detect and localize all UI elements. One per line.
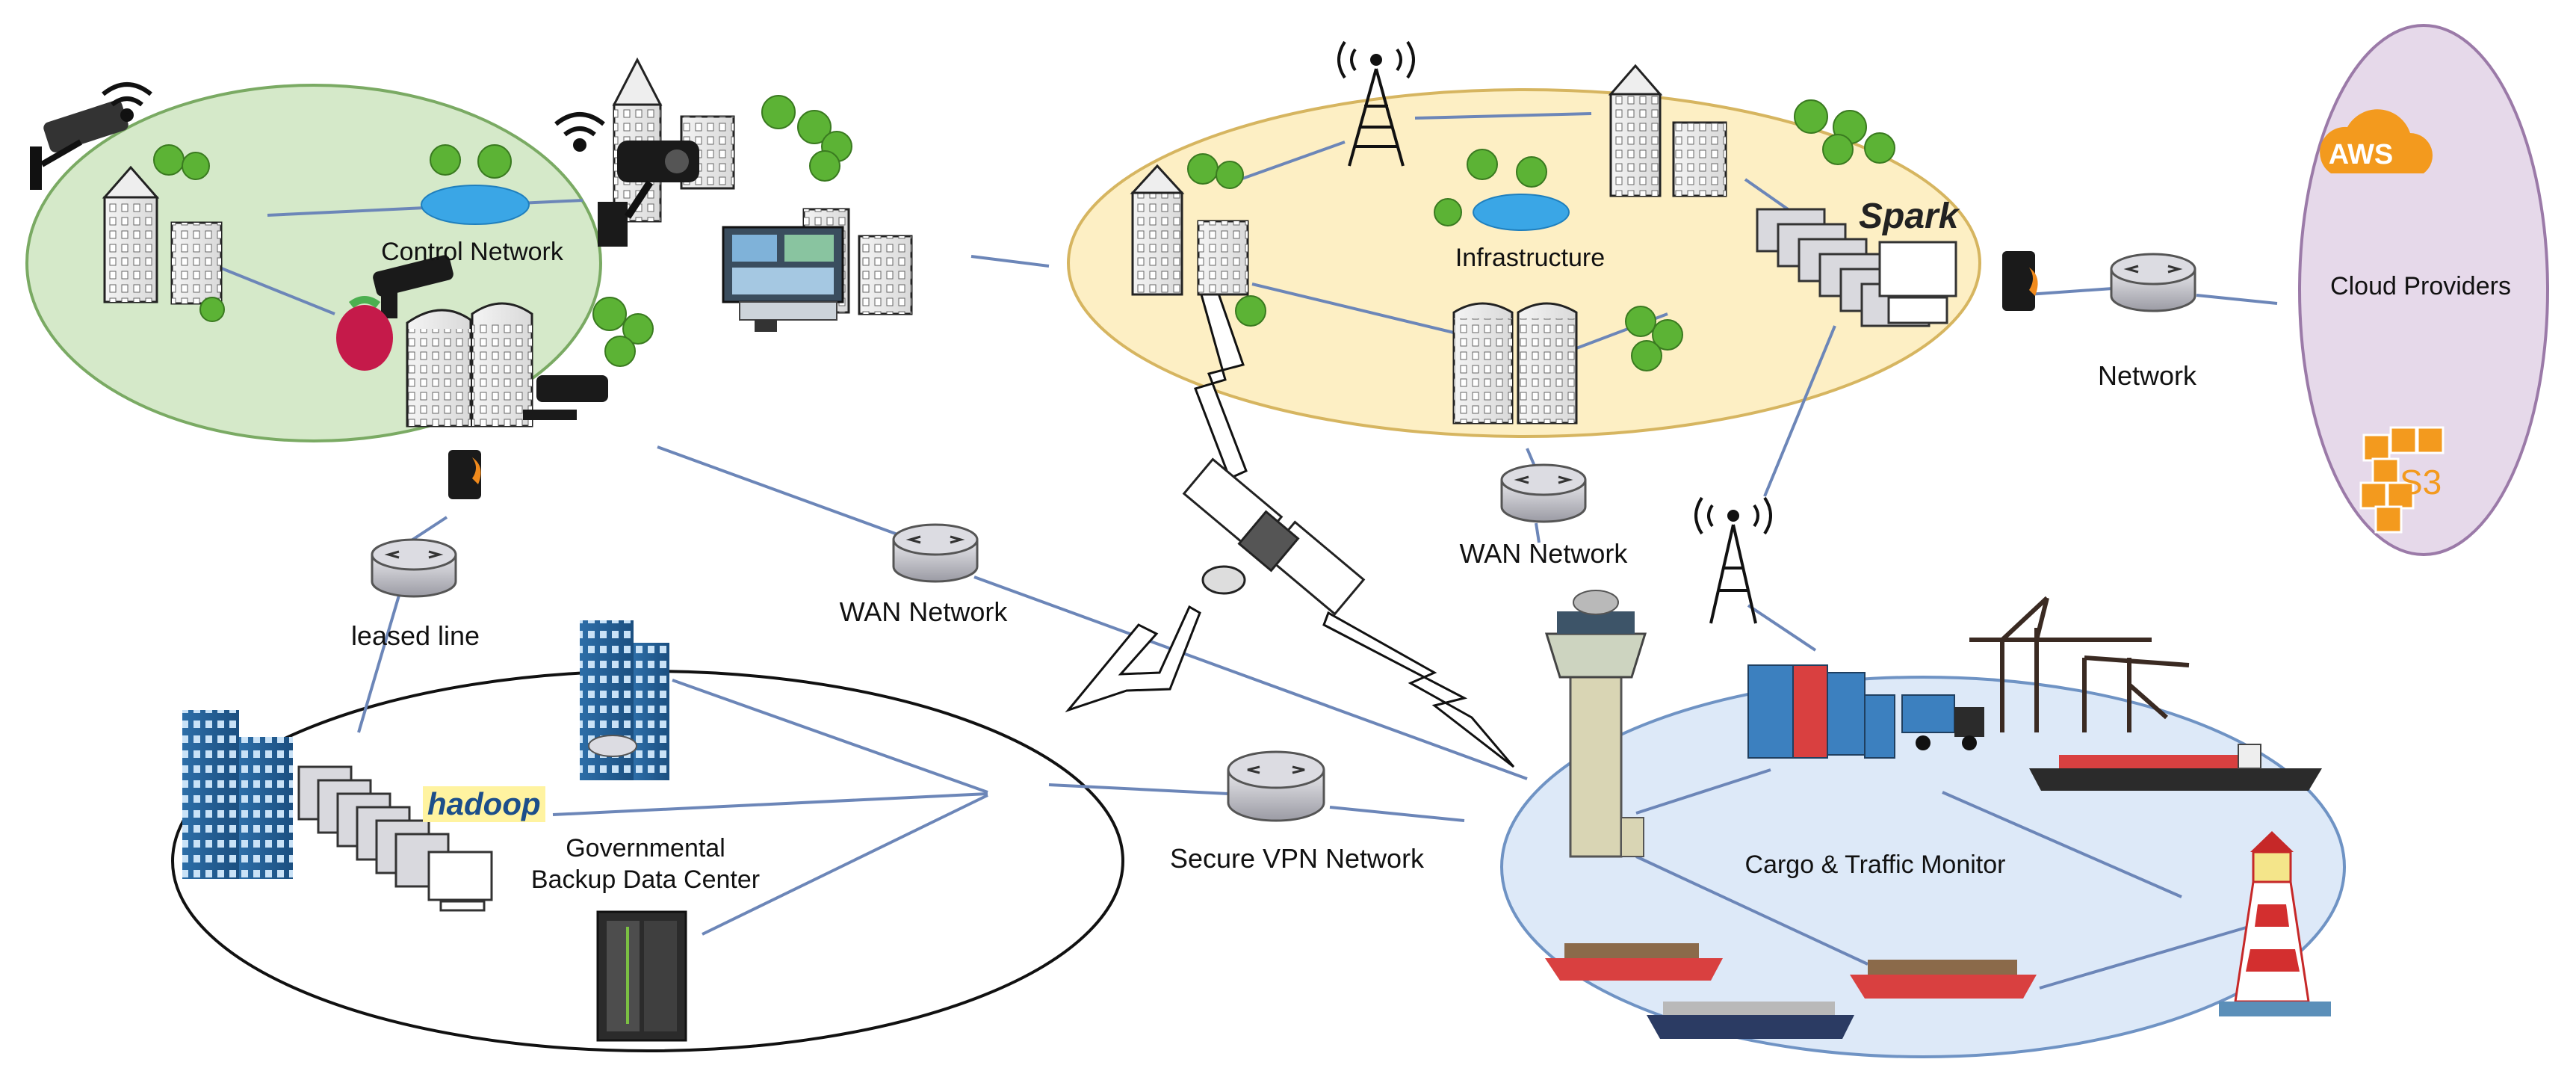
security-camera-icon bbox=[373, 255, 453, 318]
wireless-link-lightning-icon bbox=[1322, 611, 1515, 768]
cargo-traffic-label: Cargo & Traffic Monitor bbox=[1744, 851, 2006, 879]
wan-network-left-label: WAN Network bbox=[839, 596, 1008, 627]
security-camera-icon bbox=[598, 141, 699, 247]
wireless-link-lightning-icon bbox=[1065, 605, 1201, 713]
mainframe-server-icon bbox=[596, 910, 687, 1042]
router-icon bbox=[2110, 253, 2196, 312]
truck-icon bbox=[1901, 694, 1984, 750]
firewall-icon bbox=[448, 450, 481, 499]
cell-tower-icon bbox=[1694, 496, 1772, 624]
spark-logo-text: Spark bbox=[1859, 197, 1959, 236]
server-cluster-icon bbox=[1756, 208, 1957, 327]
secure-vpn-label: Secure VPN Network bbox=[1169, 843, 1425, 874]
cargo-ship-icon bbox=[1545, 943, 1723, 981]
satellite-icon bbox=[1182, 457, 1366, 616]
security-camera-icon bbox=[30, 100, 129, 190]
lighthouse-icon bbox=[2219, 831, 2331, 1016]
network-link-label: Network bbox=[2097, 360, 2197, 391]
control-network-trees bbox=[153, 95, 852, 367]
infrastructure-buildings bbox=[1130, 64, 1727, 425]
control-network-label: Control Network bbox=[381, 238, 563, 266]
cloud-providers-label: Cloud Providers bbox=[2330, 272, 2511, 300]
control-tower-icon bbox=[1544, 590, 1647, 858]
router-icon bbox=[371, 538, 457, 598]
wifi-icon bbox=[102, 82, 605, 152]
data-center-label: Governmental Backup Data Center bbox=[530, 834, 761, 894]
router-icon bbox=[1227, 750, 1325, 822]
leased-line-label: leased line bbox=[350, 620, 480, 651]
firewall-icon bbox=[2002, 251, 2038, 311]
security-camera-icon bbox=[523, 375, 608, 420]
s3-buckets-icon bbox=[2359, 426, 2445, 534]
infrastructure-trees bbox=[1187, 99, 1895, 371]
hadoop-server-cluster-icon bbox=[297, 765, 493, 912]
router-icon bbox=[588, 735, 637, 757]
port-crane-icon bbox=[1969, 596, 2190, 732]
lake-icon bbox=[421, 185, 530, 225]
router-icon bbox=[1500, 463, 1587, 523]
router-icon bbox=[892, 523, 979, 583]
infrastructure-region bbox=[1067, 88, 1981, 438]
hadoop-logo-text: hadoop bbox=[423, 786, 545, 822]
control-room-workstation-icon bbox=[722, 226, 844, 332]
aws-logo-text: AWS bbox=[2328, 139, 2394, 170]
cell-tower-icon bbox=[1337, 40, 1415, 167]
cargo-ship-icon bbox=[2029, 744, 2322, 791]
raspberry-pi-icon bbox=[336, 296, 393, 371]
container-stack-icon bbox=[1747, 664, 1895, 759]
wan-network-center-label: WAN Network bbox=[1459, 538, 1628, 569]
cargo-ship-icon bbox=[1647, 1002, 1854, 1039]
infrastructure-label: Infrastructure bbox=[1455, 244, 1606, 272]
lake-icon bbox=[1473, 194, 1570, 231]
s3-logo-text: S3 bbox=[2400, 463, 2442, 502]
cargo-ship-icon bbox=[1850, 960, 2037, 999]
aws-cloud-icon bbox=[2320, 109, 2433, 173]
